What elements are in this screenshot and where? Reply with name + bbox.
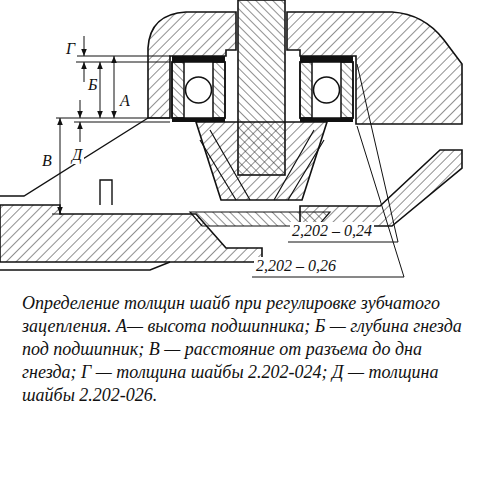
dimension-letter: Б <box>86 76 99 94</box>
dimension-letter: А <box>118 92 132 110</box>
gear-teeth <box>190 130 330 226</box>
dimension-letter: Д <box>70 146 84 164</box>
leader-lines <box>252 64 404 277</box>
part-number: 2,202 – 0,26 <box>254 257 338 275</box>
housing <box>0 12 462 262</box>
bevel-gear <box>196 122 327 200</box>
housing-contour <box>0 118 170 270</box>
dimension-lines <box>52 36 170 214</box>
dimension-letter: В <box>40 152 54 170</box>
figure-caption: Определение толщин шайб при регулировке … <box>22 292 470 407</box>
dimension-letter: Г <box>64 40 77 58</box>
bearing <box>172 62 353 118</box>
part-number: 2,202 – 0,24 <box>290 222 374 240</box>
washer <box>172 56 353 122</box>
